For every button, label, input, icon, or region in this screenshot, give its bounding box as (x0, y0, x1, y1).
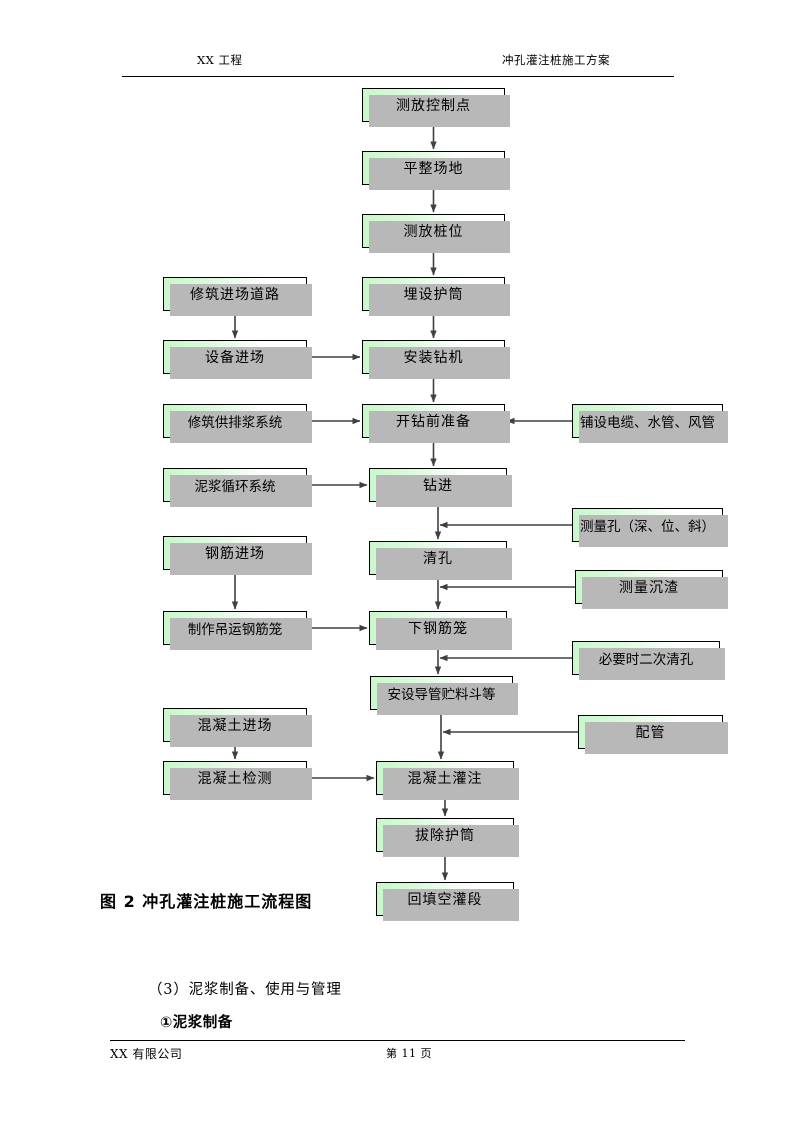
flow-node-shebei-jinchang[interactable]: 设备进场 (163, 340, 312, 379)
flow-node-anshe-daoguan-zhuliaodou[interactable]: 安设导管贮料斗等 (370, 676, 518, 715)
flow-node-gangjin-jinchang[interactable]: 钢筋进场 (163, 536, 312, 575)
footer-page-number: 第 11 页 (386, 1047, 432, 1060)
flow-node-xiuzhu-jinchang-daolu[interactable]: 修筑进场道路 (163, 277, 312, 316)
flow-node-maishe-hutong[interactable]: 埋设护筒 (362, 277, 510, 316)
flow-node-nijiang-xunhuan-xitong[interactable]: 泥浆循环系统 (163, 468, 312, 507)
flow-node-pingzheng-changdi[interactable]: 平整场地 (362, 151, 510, 190)
body-paragraph-1: （3）泥浆制备、使用与管理 (148, 982, 342, 998)
flow-node-kaizuan-qianzhunbei[interactable]: 开钻前准备 (362, 404, 510, 443)
flow-node-celiang-kongzhidian[interactable]: 测放控制点 (362, 88, 510, 127)
flow-node-peiguan[interactable]: 配管 (578, 715, 728, 754)
flow-node-zhizuo-diaoyun-gangjinlong[interactable]: 制作吊运钢筋笼 (163, 611, 312, 650)
flow-node-xia-gangjinlong[interactable]: 下钢筋笼 (369, 611, 512, 650)
header-left-title: XX 工程 (197, 53, 243, 67)
flow-node-hunningtu-jinchang[interactable]: 混凝土进场 (163, 708, 312, 747)
header-right-title: 冲孔灌注桩施工方案 (502, 53, 610, 67)
page-footer: XX 有限公司 第 11 页 (110, 1040, 685, 1065)
flow-node-pushe-dianlan-shuiguan-fengguan[interactable]: 铺设电缆、水管、风管 (572, 404, 728, 443)
flow-node-zuanjin[interactable]: 钻进 (369, 468, 512, 507)
page-header: XX 工程 冲孔灌注桩施工方案 (122, 52, 674, 77)
flow-node-hunningtu-guanzhu[interactable]: 混凝土灌注 (376, 761, 519, 800)
figure-caption: 图 2 冲孔灌注桩施工流程图 (100, 892, 313, 911)
body-paragraph-2: ①泥浆制备 (160, 1015, 233, 1031)
flow-node-anzhuang-zuanji[interactable]: 安装钻机 (362, 340, 510, 379)
flow-node-qingkong[interactable]: 清孔 (369, 541, 512, 580)
flow-node-cefang-zhuangwei[interactable]: 测放桩位 (362, 214, 510, 253)
flow-node-huitian-kongguanduan[interactable]: 回填空灌段 (376, 882, 519, 921)
flow-node-hunningtu-jiance[interactable]: 混凝土检测 (163, 761, 312, 800)
flow-node-celiang-kong[interactable]: 测量孔（深、位、斜） (572, 508, 728, 547)
flow-node-biyaoshi-erci-qingkong[interactable]: 必要时二次清孔 (572, 641, 725, 680)
footer-company: XX 有限公司 (110, 1047, 183, 1061)
flow-node-xiuzhu-gongpaijiang-xitong[interactable]: 修筑供排浆系统 (163, 404, 312, 443)
flow-node-celiang-chenzha[interactable]: 测量沉渣 (575, 570, 728, 609)
flow-node-bachu-hutong[interactable]: 拔除护筒 (376, 818, 519, 857)
